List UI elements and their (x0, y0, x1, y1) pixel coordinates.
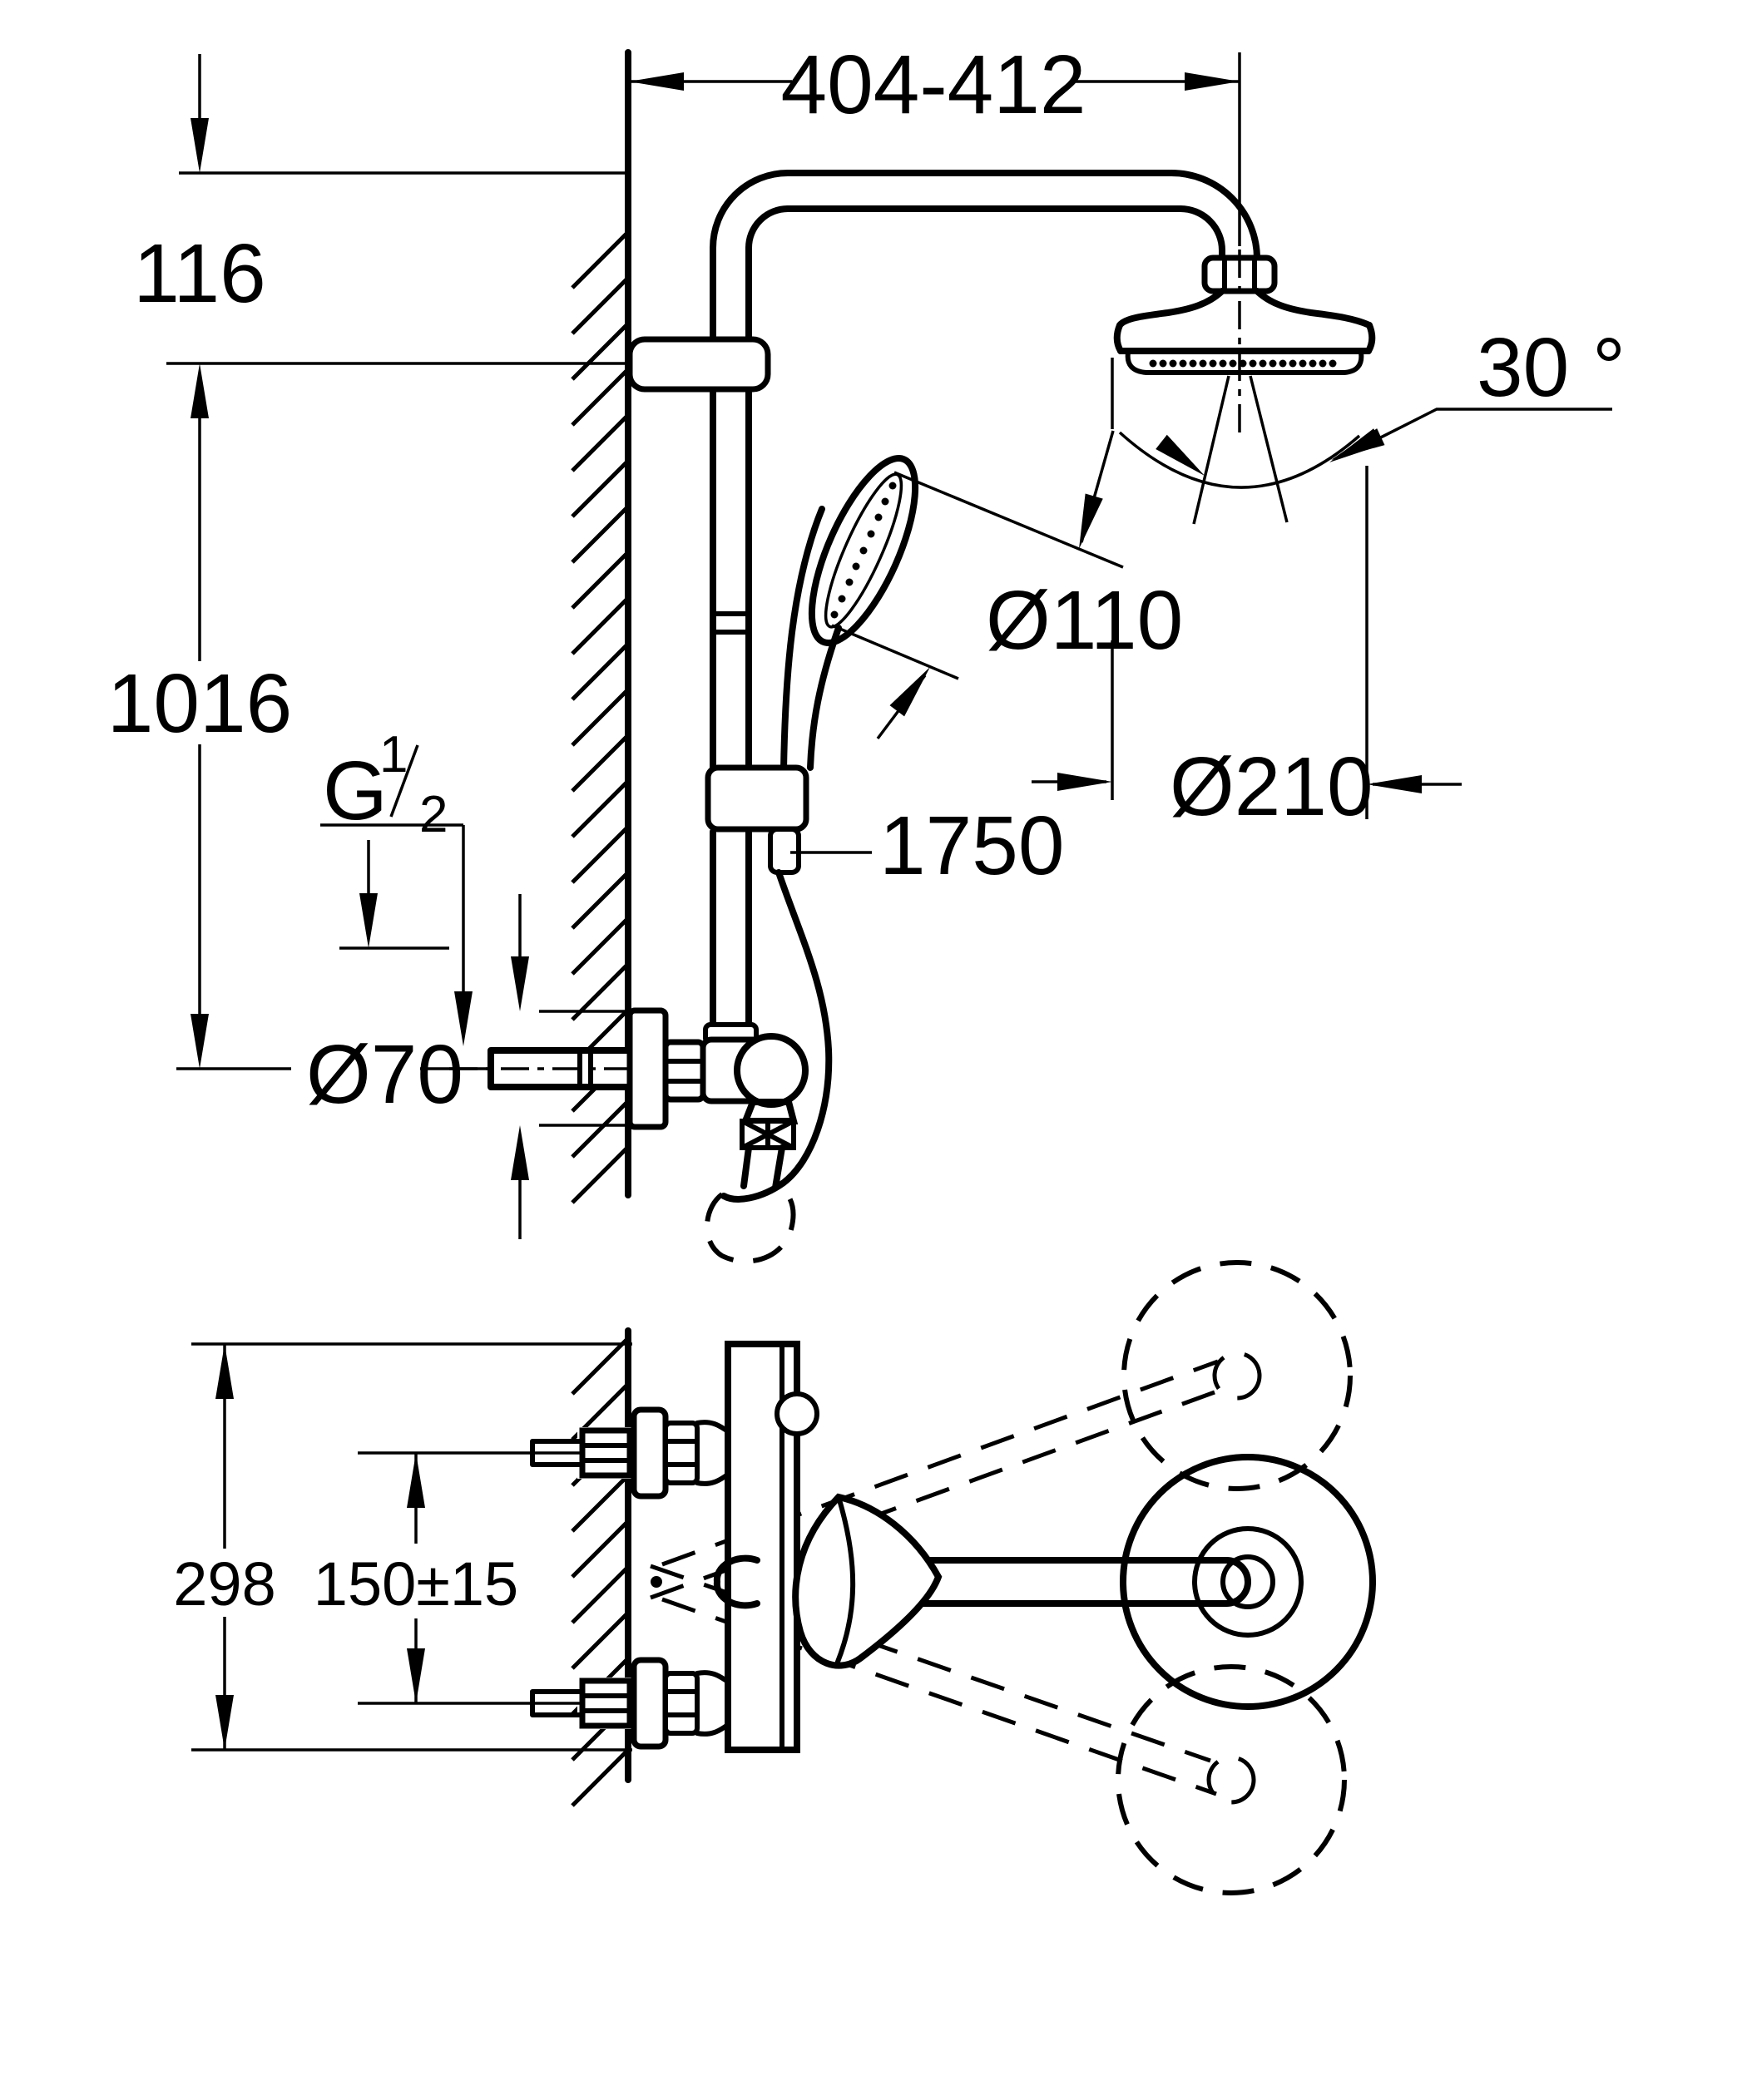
hand-shower-plan (792, 1493, 943, 1669)
phantom-arm-cap-upper (1212, 1351, 1262, 1401)
phantom-head-circle-lower (1116, 1664, 1347, 1895)
hand-shower-holder (705, 764, 809, 833)
rail-wall-bracket (626, 336, 771, 393)
escutcheon-plan-bottom (631, 1657, 669, 1750)
arm-ball-shell (713, 1554, 760, 1609)
dimension-150: 150±15 (314, 1451, 582, 1705)
head-circle-mid (1192, 1526, 1304, 1638)
dim-label-hose-length: 1750 (879, 799, 1064, 892)
supply-union-bottom (530, 1657, 730, 1750)
dim-label-head-diameter: Ø210 (1170, 740, 1373, 833)
hand-shower-handle-right (807, 625, 842, 771)
valve-plan (651, 1341, 819, 1753)
dimension-thread: G 1 2 (320, 726, 473, 1046)
phantom-arm-upper (650, 1359, 1219, 1600)
dim-label-298: 298 (173, 1549, 275, 1618)
escutcheon-plan-top (631, 1406, 669, 1500)
phantom-head-circle-upper (1121, 1260, 1353, 1491)
dimension-116: 116 (133, 54, 626, 661)
riser-rail (710, 170, 791, 1028)
hose-phantom-loop (705, 1185, 796, 1264)
union-bolt-bottom (579, 1678, 633, 1729)
hand-shower-nozzles (830, 482, 897, 619)
plan-view: 298 150±15 (173, 1260, 1376, 1895)
dimension-hand-diameter: Ø110 (831, 430, 1183, 740)
hand-shower-handle-left (780, 506, 825, 773)
pivot-dot (651, 1576, 662, 1588)
thread-fraction-slash (389, 744, 419, 818)
dim-label-hand-diameter: Ø110 (986, 574, 1183, 667)
supply-pipe (449, 1047, 636, 1090)
dimension-top-width: 404-412 (629, 38, 1240, 131)
phantom-arm-cap-lower (1206, 1755, 1256, 1805)
outlet-hose (740, 1144, 785, 1191)
dimension-angle-30: 30 ° (1331, 321, 1626, 460)
shower-arm (784, 170, 1260, 263)
supply-union-top (530, 1406, 730, 1500)
rail-section-circle (775, 1391, 819, 1436)
thermostat-valve (626, 1007, 809, 1191)
dim-label-thread-numerator: 1 (379, 726, 408, 783)
swivel-arrow-left (1156, 434, 1205, 476)
nut-plan-bottom (663, 1671, 700, 1736)
hand-shower (705, 455, 919, 1203)
dim-label-thread-letter: G (323, 744, 388, 838)
head-circle-ball (1220, 1554, 1275, 1609)
head-circle-outer (1120, 1454, 1376, 1710)
dimension-head-diameter: Ø210 (1032, 358, 1462, 833)
front-view: 404-412 116 1016 30 ° Ø210 (107, 38, 1626, 1264)
union-bolt-top (579, 1427, 633, 1479)
outlet-cone (740, 1099, 799, 1124)
head-shower-nozzles (1149, 359, 1337, 368)
wall-hatch-plan (571, 1337, 630, 1807)
swivel-arc (1118, 431, 1361, 489)
dim-label-150: 150±15 (314, 1549, 518, 1618)
hose-connector (768, 827, 801, 875)
wall-front (571, 49, 631, 1204)
escutcheon (626, 1007, 669, 1130)
dim-label-116: 116 (133, 227, 265, 320)
dim-label-escutcheon: Ø70 (306, 1028, 463, 1121)
head-shower-plan (1120, 1454, 1376, 1710)
spray-cone (1192, 375, 1289, 525)
dim-label-thread-denominator: 2 (419, 786, 448, 843)
dimension-escutcheon: Ø70 (306, 894, 628, 1239)
dim-label-1016: 1016 (107, 657, 292, 750)
nut-plan-top (663, 1421, 700, 1485)
angle-leader (1354, 408, 1612, 452)
dimension-1016: 1016 (107, 657, 292, 1070)
head-shower (1113, 254, 1376, 375)
wall-plan (571, 1327, 631, 1807)
union-nut (662, 1039, 706, 1103)
swivel-phantom-positions (650, 1260, 1353, 1895)
dim-label-angle: 30 ° (1477, 321, 1626, 414)
phantom-arm-lower (650, 1564, 1217, 1796)
dimension-hose-length: 1750 (790, 799, 1064, 892)
hand-shower-hose (720, 869, 833, 1203)
temperature-knob (734, 1033, 809, 1108)
dim-label-top-width: 404-412 (781, 38, 1086, 131)
dimension-298: 298 (173, 1342, 632, 1752)
